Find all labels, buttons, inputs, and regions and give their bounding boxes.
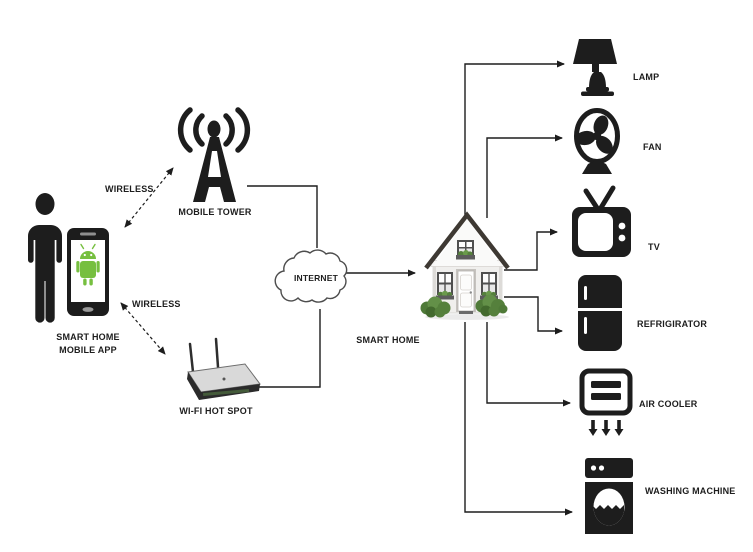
mobile-tower-icon bbox=[177, 107, 251, 202]
mobile-tower-label: MOBILE TOWER bbox=[178, 207, 252, 217]
refrigerator-icon bbox=[578, 275, 622, 351]
wifi-hotspot-icon bbox=[187, 337, 261, 400]
smart-home-house-icon bbox=[420, 211, 510, 320]
wireless-link-phone-hotspot bbox=[120, 302, 166, 355]
airflow-arrows bbox=[588, 420, 624, 436]
air-cooler-icon bbox=[579, 368, 633, 436]
tv-label: TV bbox=[648, 242, 660, 252]
wifi-hotspot-label: WI-FI HOT SPOT bbox=[179, 406, 253, 416]
smart-home-label: SMART HOME bbox=[356, 335, 420, 345]
connector-house-refrigerator bbox=[504, 296, 563, 335]
connector-house-fan bbox=[486, 134, 563, 218]
connector-tower-internet bbox=[247, 185, 318, 248]
smart-home-mobile-app-label: SMART HOME MOBILE APP bbox=[46, 331, 130, 357]
fan-icon bbox=[574, 108, 620, 174]
user-label-line2: MOBILE APP bbox=[59, 345, 117, 355]
left-window bbox=[436, 272, 454, 300]
internet-cloud bbox=[274, 249, 348, 303]
wireless-label-tower: WIRELESS bbox=[105, 184, 154, 194]
wireless-label-hotspot: WIRELESS bbox=[132, 299, 181, 309]
lamp-icon bbox=[573, 39, 617, 96]
washing-machine-label: WASHING MACHINE bbox=[645, 486, 736, 496]
wireless-link-phone-tower bbox=[124, 167, 174, 228]
washing-machine-icon bbox=[585, 458, 633, 534]
connector-house-tv bbox=[504, 228, 558, 271]
connector-house-washingmachine bbox=[464, 322, 573, 516]
lamp-label: LAMP bbox=[633, 72, 660, 82]
smartphone-icon bbox=[67, 228, 109, 316]
attic-window bbox=[456, 240, 475, 260]
connector-house-lamp bbox=[464, 60, 565, 216]
tv-icon bbox=[572, 185, 631, 257]
bushes bbox=[420, 294, 508, 318]
fan-label: FAN bbox=[643, 142, 662, 152]
android-logo-icon bbox=[76, 243, 100, 286]
connector-internet-hotspot bbox=[240, 309, 321, 388]
front-door bbox=[456, 269, 476, 314]
right-window bbox=[480, 272, 498, 300]
connector-house-aircooler bbox=[486, 322, 571, 407]
connector-lines bbox=[120, 60, 573, 516]
user-label-line1: SMART HOME bbox=[56, 332, 120, 342]
air-cooler-label: AIR COOLER bbox=[639, 399, 698, 409]
person-icon bbox=[27, 193, 62, 323]
refrigerator-label: REFRIGIRATOR bbox=[637, 319, 708, 329]
internet-label: INTERNET bbox=[293, 273, 339, 283]
